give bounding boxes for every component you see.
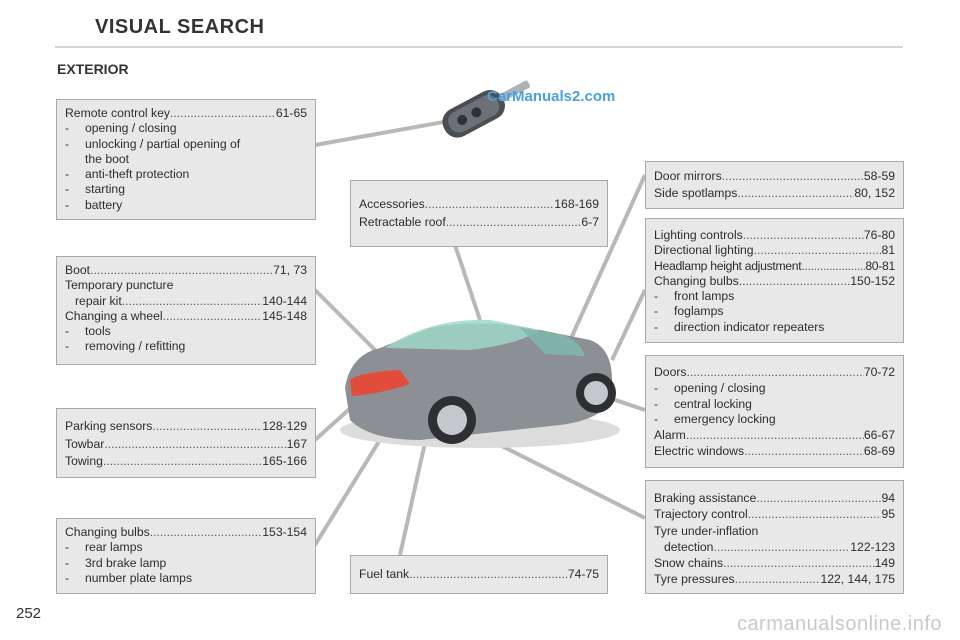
box-braking: Braking assistance 94 Trajectory control… [645, 480, 904, 594]
entry-electric-windows[interactable]: Electric windows 68-69 [654, 444, 895, 460]
box-fuel: Fuel tank74-75 [350, 555, 608, 594]
box-remote-key: Remote control key61-65 -opening / closi… [56, 99, 316, 220]
list-item: -opening / closing [65, 121, 177, 136]
entry-detection[interactable]: detection122-123 [654, 539, 895, 555]
list-item: -anti-theft protection [65, 167, 190, 182]
entry-braking-assistance[interactable]: Braking assistance 94 [654, 490, 895, 506]
list-item: -number plate lamps [65, 570, 193, 585]
entry-doors[interactable]: Doors 70-72 [654, 365, 895, 381]
box-doors: Doors 70-72 -opening / closing -central … [645, 355, 904, 468]
box-accessories: Accessories 168-169 Retractable roof 6-7 [350, 180, 608, 247]
entry-changing-bulbs-rear[interactable]: Changing bulbs153-154 [65, 525, 307, 540]
leader-accessories [453, 244, 482, 321]
entry-remote-key[interactable]: Remote control key61-65 [65, 106, 307, 121]
entry-towbar[interactable]: Towbar 167 [65, 436, 307, 454]
list-item: -battery [65, 197, 123, 212]
leader-boot [313, 288, 382, 357]
box-boot: Boot 71, 73 Temporary puncture repair ki… [56, 256, 316, 365]
list-item: -direction indicator repeaters [654, 319, 825, 334]
box-bulbs-rear: Changing bulbs153-154 -rear lamps -3rd b… [56, 518, 316, 594]
watermark: CarManuals2.com [487, 88, 616, 105]
entry-retractable-roof[interactable]: Retractable roof 6-7 [359, 213, 599, 231]
box-lighting: Lighting controls 76-80 Directional ligh… [645, 218, 904, 343]
list-item: -removing / refitting [65, 339, 186, 354]
list-item: -opening / closing [654, 380, 766, 395]
leader-lighting [610, 289, 647, 361]
entry-changing-wheel[interactable]: Changing a wheel 145-148 [65, 309, 307, 324]
header-divider [55, 46, 903, 48]
list-item: -tools [65, 324, 111, 339]
list-item: -unlocking / partial opening of [65, 136, 241, 151]
box-parking: Parking sensors 128-129 Towbar 167 Towin… [56, 408, 316, 478]
entry-tyre-pressures[interactable]: Tyre pressures122, 144, 175 [654, 571, 895, 587]
entry-repair-kit[interactable]: repair kit140-144 [65, 294, 307, 309]
list-item: -central locking [654, 396, 752, 411]
entry-directional-lighting[interactable]: Directional lighting 81 [654, 243, 895, 258]
remote-key-icon [442, 80, 531, 138]
list-item: -starting [65, 182, 125, 197]
entry-accessories[interactable]: Accessories 168-169 [359, 195, 599, 213]
entry-alarm[interactable]: Alarm 66-67 [654, 428, 895, 444]
leader-mirrors [566, 174, 647, 346]
leader-remote [314, 118, 456, 147]
entry-side-spotlamps[interactable]: Side spotlamps 80, 152 [654, 185, 895, 202]
entry-headlamp-height[interactable]: Headlamp height adjustment80-81 [654, 259, 895, 274]
entry-towing[interactable]: Towing 165-166 [65, 453, 307, 471]
list-item-continuation: the boot [85, 151, 130, 166]
list-item: -3rd brake lamp [65, 555, 167, 570]
entry-boot[interactable]: Boot 71, 73 [65, 263, 307, 278]
page-title: VISUAL SEARCH [95, 16, 265, 38]
entry-lighting-controls[interactable]: Lighting controls 76-80 [654, 228, 895, 243]
entry-trajectory-control[interactable]: Trajectory control 95 [654, 506, 895, 522]
car-icon [340, 319, 620, 448]
list-item: -foglamps [654, 304, 724, 319]
entry-changing-bulbs-front[interactable]: Changing bulbs150-152 [654, 274, 895, 289]
section-heading: EXTERIOR [57, 61, 129, 77]
list-item: -emergency locking [654, 412, 776, 427]
entry-parking-sensors[interactable]: Parking sensors 128-129 [65, 418, 307, 436]
entry-tyre-under-inflation: Tyre under-inflation [654, 523, 759, 538]
entry-snow-chains[interactable]: Snow chains 149 [654, 555, 895, 571]
entry-door-mirrors[interactable]: Door mirrors58-59 [654, 168, 895, 185]
entry-temporary-puncture: Temporary puncture [65, 278, 174, 293]
list-item: -rear lamps [65, 540, 143, 555]
list-item: -front lamps [654, 289, 735, 304]
page-number: 252 [16, 605, 42, 622]
box-mirrors: Door mirrors58-59 Side spotlamps 80, 152 [645, 161, 904, 209]
entry-fuel-tank[interactable]: Fuel tank74-75 [359, 567, 599, 582]
footer-watermark: carmanualsonline.info [736, 613, 942, 635]
